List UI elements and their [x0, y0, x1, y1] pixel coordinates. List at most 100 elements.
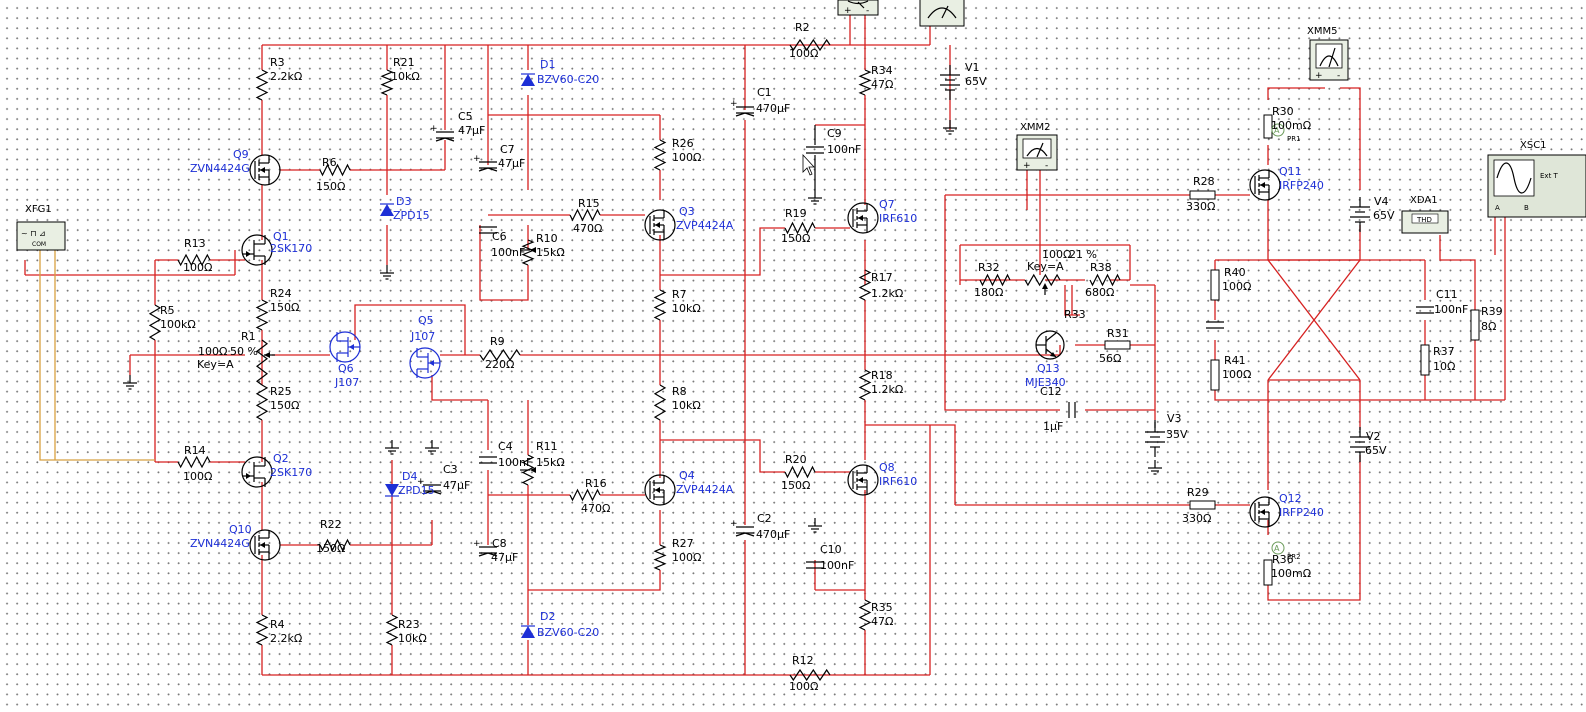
battery-v1[interactable]	[940, 65, 960, 100]
resistor-r28[interactable]	[1189, 190, 1216, 200]
resistor-r32[interactable]	[979, 273, 1011, 287]
resistor-r26[interactable]	[653, 139, 667, 171]
capacitor-c3[interactable]: +	[417, 477, 442, 495]
ground-6[interactable]	[385, 440, 399, 455]
capacitor-c10[interactable]	[806, 561, 824, 569]
ground-3[interactable]	[943, 120, 957, 135]
resistor-r6[interactable]	[319, 163, 351, 177]
resistor-r36[interactable]	[1263, 559, 1273, 586]
resistor-r13[interactable]	[177, 253, 211, 267]
component-labels[interactable]: R32.2kΩR2110kΩC547µFC747µFR6150ΩR13100ΩR…	[160, 21, 1503, 693]
resistor-r37[interactable]	[1420, 344, 1430, 376]
capacitor-c12[interactable]	[1068, 402, 1076, 418]
resistor-r5[interactable]	[148, 304, 162, 341]
potentiometer-r33[interactable]	[1024, 273, 1061, 295]
resistor-r27[interactable]	[653, 544, 667, 571]
capacitor-c7[interactable]: +	[473, 154, 498, 172]
resistor-r30[interactable]	[1263, 114, 1273, 139]
multimeter-top2[interactable]	[919, 0, 965, 27]
capacitor-c6[interactable]	[479, 226, 497, 234]
resistor-r4[interactable]	[255, 614, 269, 646]
resistor-r35[interactable]	[858, 599, 872, 631]
resistor-r38[interactable]	[1089, 273, 1121, 287]
battery-v3[interactable]	[1145, 422, 1165, 457]
zener-d2[interactable]	[521, 625, 535, 638]
jfet-q2[interactable]	[241, 456, 273, 488]
label-group-xmm2[interactable]: XMM2	[1020, 122, 1050, 133]
resistor-r21[interactable]	[380, 69, 394, 96]
potentiometer-r11[interactable]	[520, 454, 536, 486]
multimeter-xmm2[interactable]: +-	[1016, 134, 1058, 171]
resistor-r17[interactable]	[858, 269, 872, 301]
mosfet-q9[interactable]	[249, 154, 281, 186]
jfet-q6[interactable]	[329, 331, 361, 363]
resistor-r16[interactable]	[569, 488, 601, 502]
resistor-r39[interactable]	[1470, 309, 1480, 341]
resistor-r24[interactable]	[255, 299, 269, 331]
wires[interactable]	[24, 10, 1506, 676]
resistor-r20[interactable]	[784, 465, 816, 479]
mosfet-q10[interactable]	[249, 529, 281, 561]
mosfet-q7[interactable]	[847, 202, 879, 234]
resistor-r31[interactable]	[1104, 340, 1131, 350]
ground-1[interactable]	[123, 375, 137, 390]
zener-d3[interactable]	[380, 203, 394, 216]
resistor-r25[interactable]	[255, 384, 269, 421]
ground-4[interactable]	[808, 190, 822, 205]
ground-5[interactable]	[808, 518, 822, 533]
resistor-r12[interactable]	[789, 668, 831, 682]
capacitor-c13[interactable]	[1206, 321, 1224, 329]
ground-8[interactable]	[1148, 460, 1162, 475]
battery-v2[interactable]	[1350, 427, 1370, 462]
zener-d4[interactable]	[385, 484, 399, 497]
mosfet-q4[interactable]	[644, 474, 676, 506]
capacitor-c11[interactable]	[1416, 306, 1434, 314]
capacitor-c2[interactable]: +	[730, 519, 755, 537]
jfet-q5[interactable]	[409, 347, 441, 379]
resistor-r34[interactable]	[858, 69, 872, 96]
capacitor-c9[interactable]	[806, 146, 824, 154]
resistor-r15[interactable]	[569, 208, 601, 222]
resistor-r9[interactable]	[479, 348, 521, 362]
resistor-r40[interactable]	[1210, 269, 1220, 301]
resistor-r2[interactable]	[789, 38, 831, 52]
label-group-xmm5[interactable]: XMM5	[1307, 26, 1337, 37]
battery-v4[interactable]	[1350, 197, 1370, 232]
svg-text:+: +	[1023, 161, 1031, 171]
resistor-r3[interactable]	[255, 69, 269, 101]
resistor-r18[interactable]	[858, 369, 872, 401]
capacitor-c1[interactable]: +	[730, 99, 755, 117]
mosfet-q12[interactable]	[1249, 496, 1281, 528]
multimeter-top1[interactable]: +-	[837, 0, 879, 16]
capacitor-c5[interactable]: +	[430, 124, 455, 142]
ground-2[interactable]	[380, 265, 394, 280]
bjt-q13[interactable]	[1035, 330, 1065, 360]
resistor-r7[interactable]	[653, 289, 667, 321]
resistor-r19[interactable]	[784, 221, 816, 235]
potentiometer-r1[interactable]	[256, 339, 275, 386]
capacitor-c8[interactable]: +	[473, 539, 498, 557]
mouse-cursor[interactable]	[802, 153, 815, 176]
ground-7[interactable]	[425, 440, 439, 455]
capacitor-c4[interactable]	[479, 456, 497, 464]
resistor-r41[interactable]	[1210, 359, 1220, 391]
jfet-q1[interactable]	[241, 234, 273, 266]
mosfet-q3[interactable]	[644, 209, 676, 241]
zener-d1[interactable]	[521, 73, 535, 86]
resistor-r8[interactable]	[653, 384, 667, 421]
resistor-r22[interactable]	[319, 538, 351, 552]
mosfet-q8[interactable]	[847, 464, 879, 496]
potentiometer-r10[interactable]	[520, 239, 536, 266]
mosfet-q11[interactable]	[1249, 169, 1281, 201]
multimeter-xmm5[interactable]: +-	[1309, 39, 1349, 81]
resistor-r29[interactable]	[1189, 500, 1216, 510]
resistor-r23[interactable]	[385, 614, 399, 646]
resistor-r14[interactable]	[177, 455, 211, 469]
